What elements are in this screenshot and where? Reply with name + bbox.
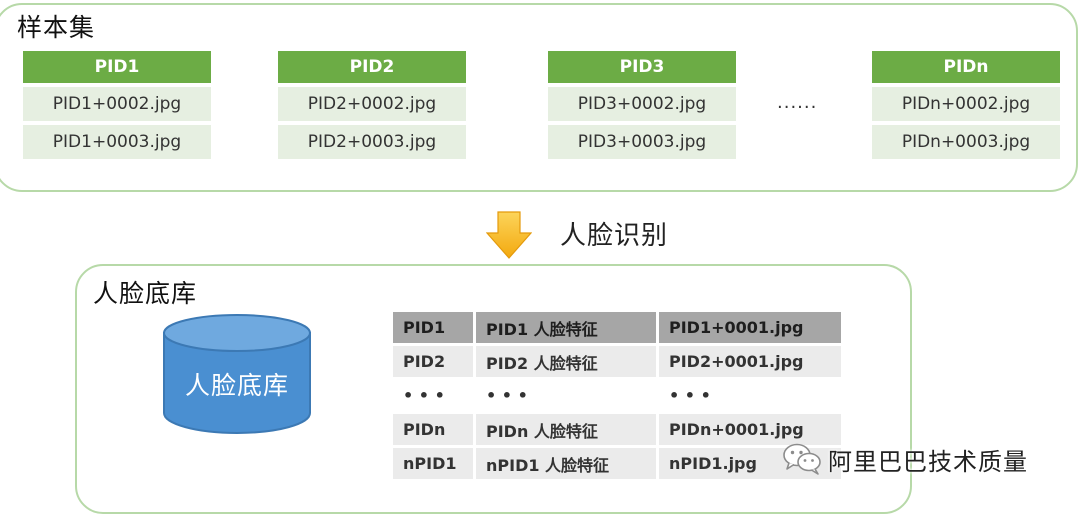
watermark-text: 阿里巴巴技术质量 — [828, 448, 1028, 476]
sample-file-cell: PID2+0002.jpg — [278, 87, 466, 121]
sample-file-cell: PID3+0002.jpg — [548, 87, 736, 121]
table-cell-feature: PID1 人脸特征 — [476, 312, 659, 343]
table-cell-feature: • • • — [476, 380, 659, 411]
table-row: PID2 PID2 人脸特征 PID2+0001.jpg — [393, 346, 841, 377]
table-cell-feature: PIDn 人脸特征 — [476, 414, 659, 445]
face-base-title: 人脸底库 — [93, 279, 198, 308]
table-cell-feature: PID2 人脸特征 — [476, 346, 659, 377]
sample-set-panel — [0, 3, 1078, 192]
wechat-icon — [783, 443, 821, 475]
sample-set-title: 样本集 — [17, 13, 96, 42]
sample-column: PID2 PID2+0002.jpg PID2+0003.jpg — [278, 51, 466, 159]
table-row: • • • • • • • • • — [393, 380, 841, 411]
flow-label: 人脸识别 — [560, 221, 669, 251]
sample-column-header: PID2 — [278, 51, 466, 83]
table-row: nPID1 nPID1 人脸特征 nPID1.jpg — [393, 448, 841, 479]
table-cell-pid: • • • — [393, 380, 476, 411]
down-arrow-icon — [486, 211, 532, 259]
sample-file-cell: PID1+0003.jpg — [23, 125, 211, 159]
sample-column-header: PID3 — [548, 51, 736, 83]
sample-file-cell: PID1+0002.jpg — [23, 87, 211, 121]
sample-column: PIDn PIDn+0002.jpg PIDn+0003.jpg — [872, 51, 1060, 159]
face-feature-table: PID1 PID1 人脸特征 PID1+0001.jpg PID2 PID2 人… — [393, 309, 841, 482]
table-cell-image: PID2+0001.jpg — [659, 346, 841, 377]
table-cell-pid: PID2 — [393, 346, 476, 377]
table-cell-pid: nPID1 — [393, 448, 476, 479]
sample-column-header: PID1 — [23, 51, 211, 83]
table-cell-image: PIDn+0001.jpg — [659, 414, 841, 445]
sample-ellipsis: ...... — [777, 92, 818, 113]
table-cell-pid: PIDn — [393, 414, 476, 445]
sample-column-header: PIDn — [872, 51, 1060, 83]
sample-file-cell: PIDn+0003.jpg — [872, 125, 1060, 159]
sample-file-cell: PID3+0003.jpg — [548, 125, 736, 159]
sample-column: PID1 PID1+0002.jpg PID1+0003.jpg — [23, 51, 211, 159]
database-label: 人脸底库 — [184, 371, 289, 400]
table-cell-feature: nPID1 人脸特征 — [476, 448, 659, 479]
table-row: PIDn PIDn 人脸特征 PIDn+0001.jpg — [393, 414, 841, 445]
sample-file-cell: PID2+0003.jpg — [278, 125, 466, 159]
sample-file-cell: PIDn+0002.jpg — [872, 87, 1060, 121]
table-cell-pid: PID1 — [393, 312, 476, 343]
table-row: PID1 PID1 人脸特征 PID1+0001.jpg — [393, 312, 841, 343]
sample-column: PID3 PID3+0002.jpg PID3+0003.jpg — [548, 51, 736, 159]
table-cell-image: PID1+0001.jpg — [659, 312, 841, 343]
table-cell-image: • • • — [659, 380, 841, 411]
database-icon — [163, 314, 311, 434]
